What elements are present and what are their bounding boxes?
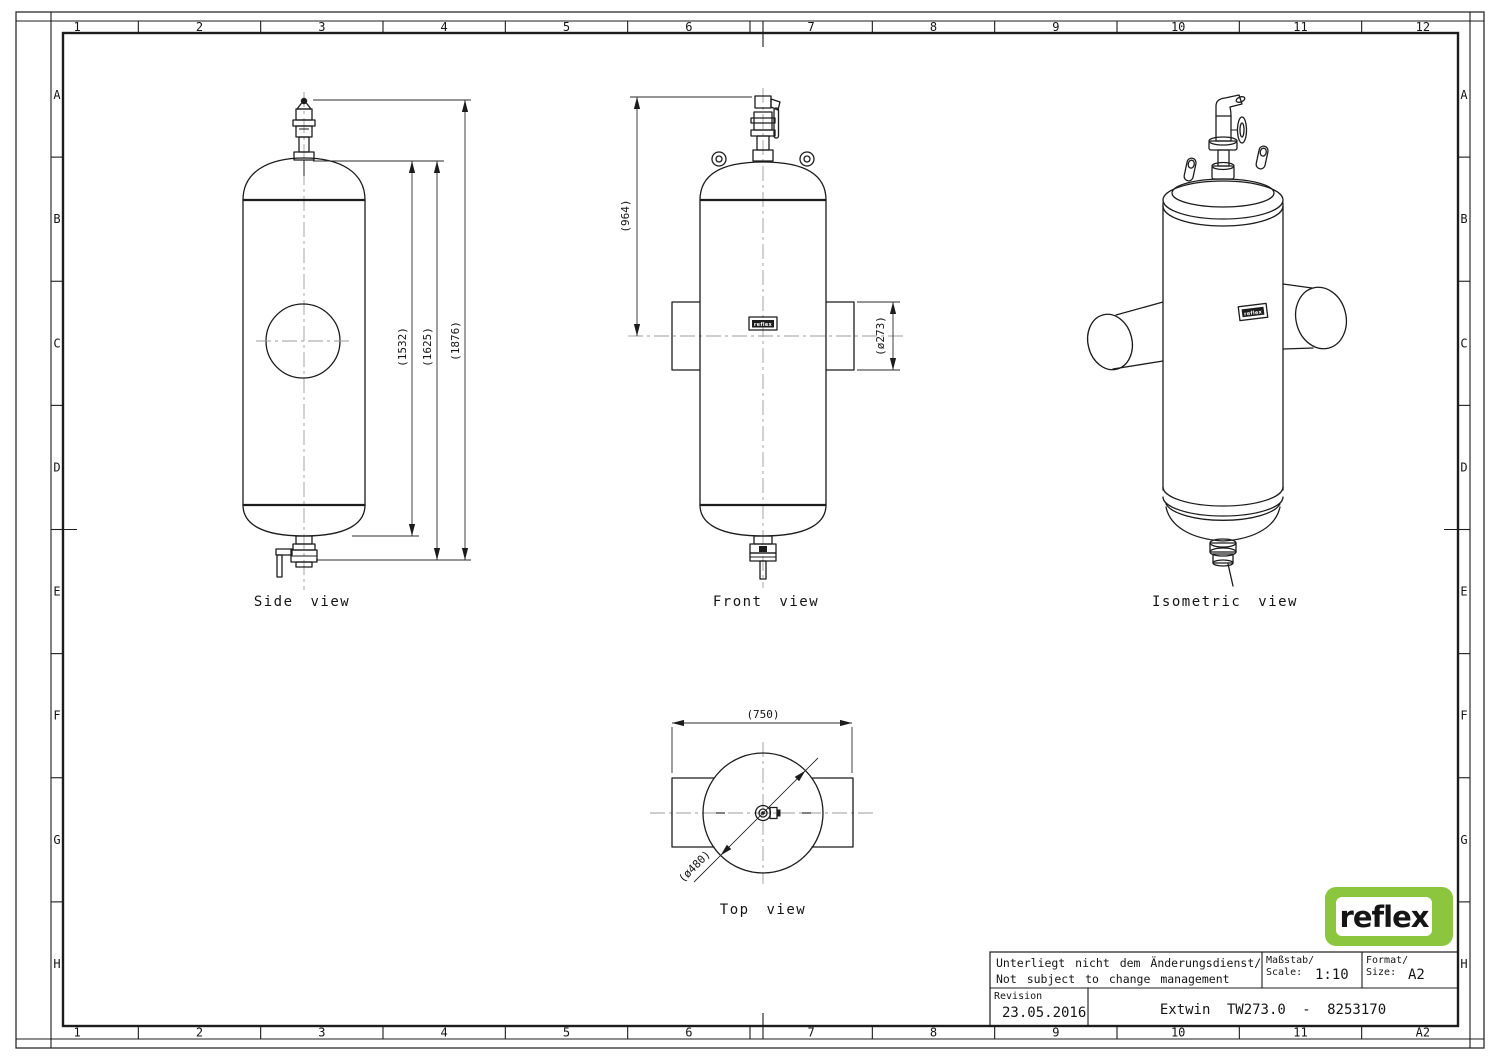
scale-value: 1:10 <box>1315 967 1349 983</box>
reflex-logo: reflex <box>1325 887 1453 946</box>
logo-white-panel <box>1336 897 1432 936</box>
side-view-dimensions: (1532) (1625) (1876) <box>313 99 471 561</box>
top-view-dimensions: (750) (ø480) <box>671 708 853 885</box>
nameplate-text: reflex <box>1244 309 1263 317</box>
grid-row-label: E <box>1460 585 1467 599</box>
grid-row-label: G <box>1460 833 1467 847</box>
grid-col-label: 8 <box>930 20 937 34</box>
grid-col-label: 3 <box>318 20 325 34</box>
grid-col-label: 9 <box>1052 20 1059 34</box>
grid-col-label: 6 <box>685 20 692 34</box>
grid-row-label: F <box>53 709 60 723</box>
grid-reference-right: A B C D E F G H <box>1458 88 1470 971</box>
grid-row-label: C <box>53 336 60 350</box>
nameplate: reflex <box>1237 302 1269 322</box>
grid-row-label: F <box>1460 709 1467 723</box>
grid-reference-left: A B C D E F G H <box>51 88 63 971</box>
right-nozzle <box>811 777 854 848</box>
drain-valve <box>275 535 318 578</box>
top-view: (750) (ø480) Top view <box>650 708 876 918</box>
dim-label-d273: (ø273) <box>874 316 887 356</box>
grid-row-label: B <box>1460 212 1467 226</box>
grid-col-label: A2 <box>1416 1026 1430 1040</box>
grid-col-label: 5 <box>563 20 570 34</box>
left-nozzle <box>671 301 701 371</box>
grid-col-label: 10 <box>1171 20 1185 34</box>
drain-valve <box>749 535 777 580</box>
grid-col-label: 2 <box>196 20 203 34</box>
grid-col-label: 2 <box>196 1026 203 1040</box>
grid-col-label: 7 <box>808 1026 815 1040</box>
side-view-label: Side view <box>254 594 350 610</box>
grid-row-label: H <box>1460 957 1467 971</box>
grid-col-label: 3 <box>318 1026 325 1040</box>
grid-col-label: 5 <box>563 1026 570 1040</box>
drain-valve <box>1209 538 1237 587</box>
format-value: A2 <box>1408 967 1425 983</box>
grid-row-label: B <box>53 212 60 226</box>
grid-col-label: 8 <box>930 1026 937 1040</box>
grid-col-label: 12 <box>1416 20 1430 34</box>
front-view-dimensions: (964) (ø273) <box>619 96 900 371</box>
change-note-line1: Unterliegt nicht dem Änderungsdienst/ <box>996 955 1261 970</box>
logo-text: reflex <box>1340 900 1430 934</box>
grid-reference-bottom: 1 2 3 4 5 6 7 8 9 10 11 A2 <box>74 1026 1431 1040</box>
grid-row-label: D <box>53 460 60 474</box>
grid-col-label: 10 <box>1171 1026 1185 1040</box>
format-label-de: Format/ <box>1366 955 1408 966</box>
grid-col-label: 1 <box>74 20 81 34</box>
top-view-label: Top view <box>720 902 806 918</box>
format-label-en: Size: <box>1366 967 1396 978</box>
lifting-lug-icon <box>799 151 815 167</box>
dim-label-1625: (1625) <box>421 327 434 367</box>
grid-col-label: 11 <box>1293 20 1307 34</box>
grid-col-label: 4 <box>441 1026 448 1040</box>
dim-label-d480: (ø480) <box>676 848 713 885</box>
nameplate: reflex <box>748 316 778 331</box>
scale-label-en: Scale: <box>1266 967 1302 978</box>
front-view-label: Front view <box>713 594 819 610</box>
dim-label-964: (964) <box>619 199 632 232</box>
dim-label-750: (750) <box>746 708 779 721</box>
side-nozzle-projection <box>256 303 350 379</box>
left-nozzle <box>671 777 715 848</box>
lifting-lug-icon <box>711 151 727 167</box>
grid-col-label: 11 <box>1293 1026 1307 1040</box>
lifting-lug-icon <box>1183 157 1197 182</box>
front-view: reflex (964) (ø273) Front view <box>619 88 905 610</box>
nameplate-text: reflex <box>754 322 773 328</box>
right-nozzle <box>1282 283 1348 350</box>
side-view: (1532) (1625) (1876) Side view <box>242 92 471 610</box>
isometric-view: reflex Isometric view <box>1086 94 1348 610</box>
lifting-lug-icon <box>1255 145 1269 170</box>
change-note-line2: Not subject to change management <box>996 972 1230 986</box>
revision-label: Revision <box>994 991 1042 1002</box>
title-block: Unterliegt nicht dem Änderungsdienst/ No… <box>989 951 1459 1027</box>
grid-col-label: 6 <box>685 1026 692 1040</box>
grid-row-label: A <box>53 88 61 102</box>
grid-row-label: G <box>53 833 60 847</box>
grid-row-label: E <box>53 585 60 599</box>
scale-label-de: Maßstab/ <box>1266 955 1314 966</box>
drawing-title: Extwin TW273.0 - 8253170 <box>1160 1002 1386 1018</box>
air-vent-valve <box>292 97 316 176</box>
air-vent-valve <box>750 95 781 162</box>
left-nozzle <box>1086 301 1164 371</box>
grid-col-label: 1 <box>74 1026 81 1040</box>
grid-row-label: H <box>53 957 60 971</box>
dim-label-1532: (1532) <box>396 327 409 367</box>
isometric-view-label: Isometric view <box>1152 594 1298 610</box>
air-vent-valve <box>1208 94 1248 180</box>
grid-row-label: D <box>1460 460 1467 474</box>
right-nozzle <box>825 301 855 371</box>
dim-label-1876: (1876) <box>449 321 462 361</box>
grid-row-label: C <box>1460 336 1467 350</box>
grid-row-label: A <box>1460 88 1468 102</box>
grid-col-label: 9 <box>1052 1026 1059 1040</box>
grid-col-label: 4 <box>441 20 448 34</box>
grid-col-label: 7 <box>808 20 815 34</box>
revision-date: 23.05.2016 <box>1002 1005 1086 1021</box>
